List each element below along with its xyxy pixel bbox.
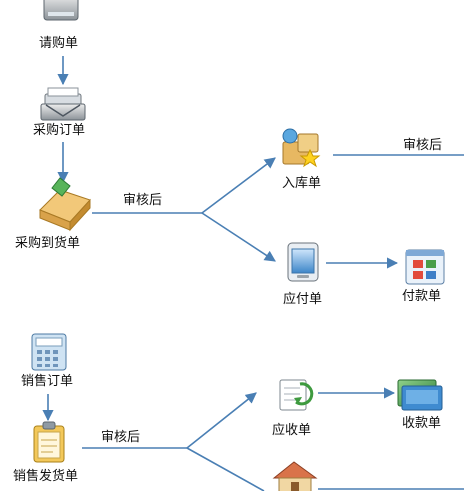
edge-label-after-review-1: 审核后 — [123, 193, 163, 208]
delivery-box-icon — [39, 177, 91, 232]
edge-label-after-review-2: 审核后 — [403, 138, 443, 153]
node-receivable: 应收单 — [272, 423, 312, 438]
house-icon — [272, 461, 318, 491]
node-warehouse-receipt: 入库单 — [282, 176, 322, 191]
node-payable: 应付单 — [283, 292, 323, 307]
purchase-connectors — [57, 56, 464, 269]
document-stack-icon — [43, 0, 79, 21]
node-payment: 付款单 — [402, 289, 442, 304]
payment-window-icon — [405, 249, 445, 285]
sales-connectors — [42, 387, 464, 491]
node-purchase-order: 采购订单 — [33, 123, 86, 138]
recycle-document-icon — [279, 379, 314, 411]
edge-to-receivable — [186, 392, 257, 449]
mobile-invoice-icon — [287, 242, 319, 282]
node-sales-delivery: 销售发货单 — [13, 469, 79, 484]
edge-to-warehouse — [201, 157, 276, 214]
warehouse-goods-icon — [282, 128, 321, 168]
edge-to-bottom — [186, 447, 265, 491]
edge-label-after-review-3: 审核后 — [101, 430, 141, 445]
node-sales-order: 销售订单 — [21, 374, 74, 389]
printer-mail-icon — [40, 87, 86, 121]
node-purchase-request: 请购单 — [39, 36, 79, 51]
node-receipt: 收款单 — [402, 416, 442, 431]
node-purchase-arrival: 采购到货单 — [15, 236, 81, 251]
money-card-icon — [397, 379, 443, 411]
clipboard-icon — [33, 421, 65, 463]
edge-to-payable — [201, 212, 276, 262]
calculator-icon — [31, 333, 67, 371]
